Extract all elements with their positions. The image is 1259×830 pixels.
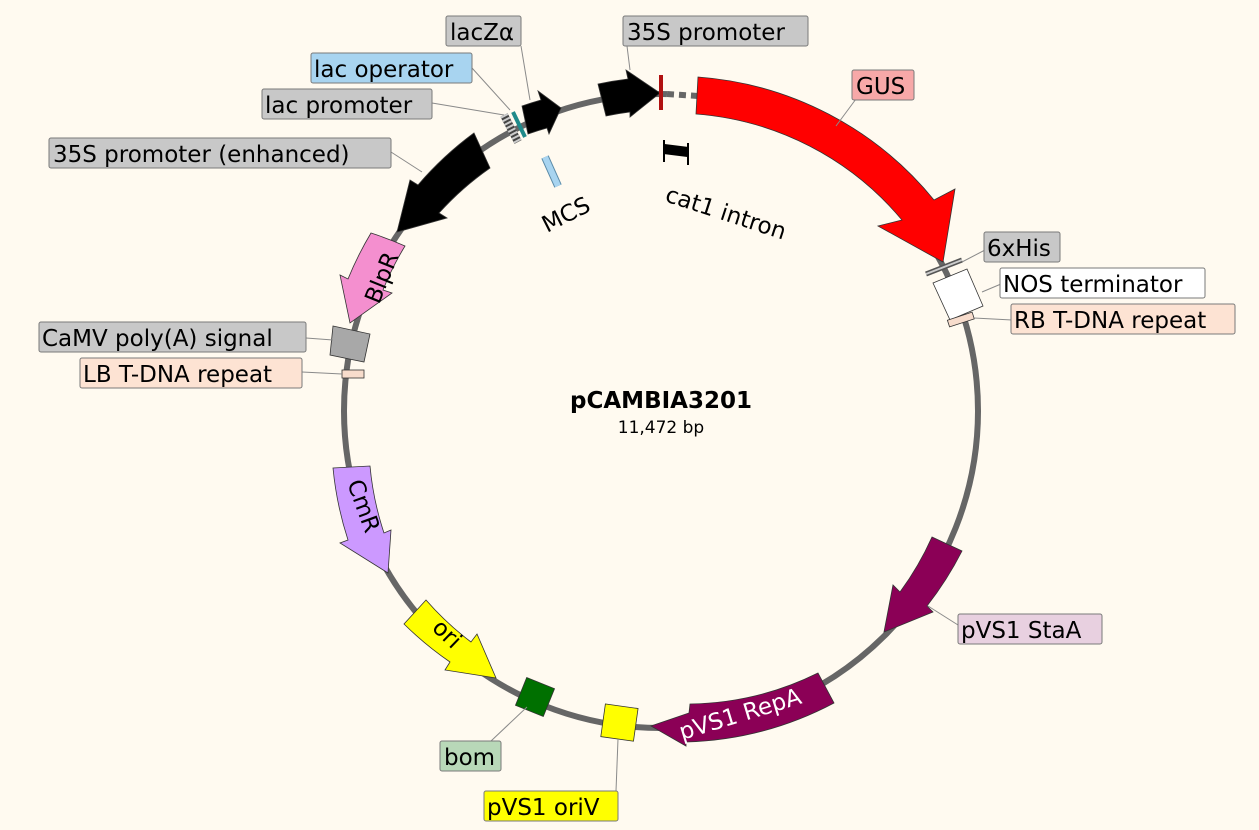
pvs1-oriv-label[interactable]: pVS1 oriV (487, 795, 600, 821)
his6-label[interactable]: 6xHis (987, 236, 1051, 262)
plasmid-size: 11,472 bp (618, 418, 704, 438)
rb-tdna-label-box (1010, 303, 1236, 335)
lac-operator-feature[interactable] (511, 111, 527, 138)
pvs1-oriv-leader (615, 738, 619, 792)
p35s-label-box (622, 15, 809, 47)
lacza-leader (520, 45, 531, 101)
plasmid-name: pCAMBIA3201 (570, 388, 752, 414)
rb-tdna-label[interactable]: RB T-DNA repeat (1014, 308, 1206, 334)
bom-label-box (439, 740, 502, 772)
p35s-leader (626, 45, 631, 71)
pvs1-repa-feature[interactable] (650, 672, 835, 747)
lac-operator-label[interactable]: lac operator (314, 57, 454, 83)
cat1-intron-label[interactable]: cat1 intron (662, 182, 789, 245)
bom-leader (490, 706, 528, 742)
lb-leader (301, 371, 343, 375)
pvs1-staa-feature[interactable] (883, 536, 963, 633)
lb-tdna-label[interactable]: LB T-DNA repeat (83, 362, 272, 388)
lac-promoter-label[interactable]: lac promoter (265, 93, 413, 119)
p35s-label[interactable]: 35S promoter (627, 20, 785, 46)
p35s-enhanced-label-box (48, 137, 392, 169)
bom-feature[interactable] (514, 676, 556, 718)
lacza-label[interactable]: lacZα (450, 20, 514, 46)
lacza-feature[interactable] (521, 89, 562, 136)
rb-leader (973, 317, 1013, 321)
camv-polya-label[interactable]: CaMV poly(A) signal (42, 326, 273, 352)
lac-operator-leader (471, 67, 511, 111)
nos-terminator-label[interactable]: NOS terminator (1003, 272, 1183, 298)
his6-label-box (983, 231, 1061, 263)
lac-operator-label-box (310, 52, 473, 84)
gus-leader (835, 98, 857, 127)
backbone-dash-marks (666, 91, 699, 99)
gus-label-box (851, 69, 915, 101)
pvs1-staa-label[interactable]: pVS1 StaA (961, 618, 1082, 644)
his6-leader (961, 249, 986, 263)
nos-leader (981, 283, 1002, 293)
lac-promoter-stripes (500, 113, 522, 144)
lacza-label-box (445, 15, 522, 47)
gus-label[interactable]: GUS (856, 74, 905, 100)
lb-tdna-feature[interactable] (341, 369, 365, 379)
mcs-label[interactable]: MCS (538, 192, 595, 238)
pvs1-oriv-feature[interactable] (600, 703, 639, 742)
gus-feature[interactable] (695, 76, 956, 263)
nos-terminator-label-box (999, 267, 1206, 299)
camv-polya-feature[interactable] (329, 325, 371, 363)
lac-promoter-leader (431, 102, 505, 116)
pvs1-staa-label-box (957, 613, 1103, 645)
pvs1-oriv-label-box (483, 790, 619, 822)
blpr-feature[interactable] (339, 232, 406, 324)
lb-tdna-label-box (79, 357, 303, 389)
p35s-enhanced-label[interactable]: 35S promoter (enhanced) (53, 142, 350, 168)
p35s-enhanced-feature[interactable] (396, 132, 491, 233)
p35s-feature[interactable] (597, 69, 661, 118)
camv-leader (305, 337, 334, 341)
his6-feature-light (925, 259, 963, 275)
pvs1-staa-leader (927, 605, 959, 626)
bom-label[interactable]: bom (444, 745, 495, 771)
cat1-intron-feature[interactable] (663, 144, 689, 157)
cmr-feature[interactable] (332, 465, 392, 574)
mcs-feature-fill (542, 155, 561, 188)
p35s-enhanced-leader (390, 151, 423, 173)
lac-promoter-label-box (261, 88, 433, 120)
nos-terminator-feature[interactable] (932, 268, 984, 321)
ori-feature[interactable] (403, 599, 497, 679)
p35s-marker (659, 75, 663, 110)
rb-tdna-feature[interactable] (946, 311, 975, 328)
camv-polya-label-box (38, 321, 307, 353)
cat1-intron-ticks (663, 140, 689, 165)
